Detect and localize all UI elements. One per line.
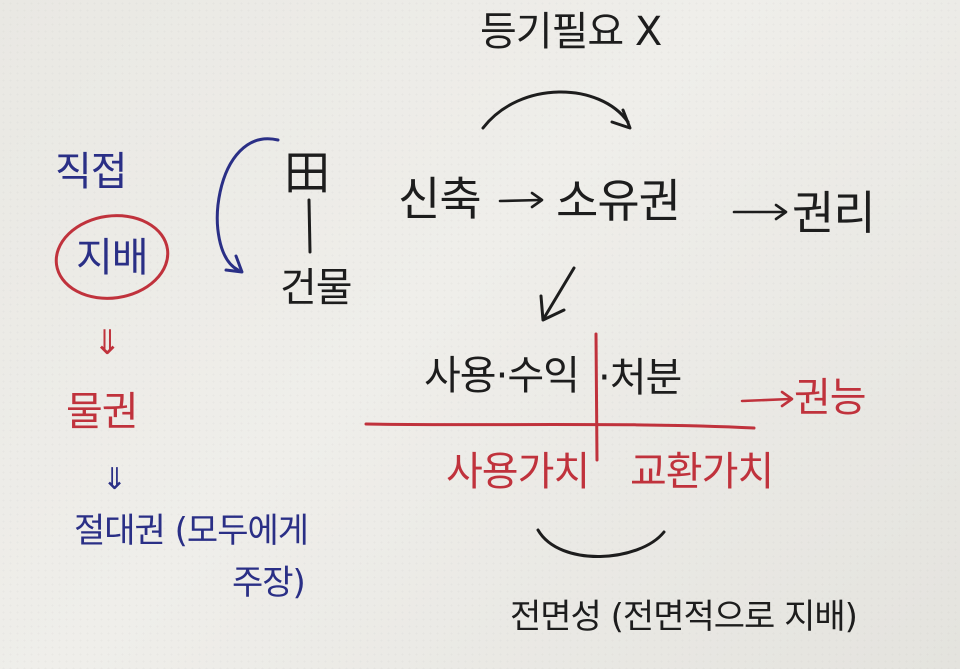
- arrow-ownership-down: [542, 266, 576, 320]
- new-construction-label: 신축: [398, 172, 482, 226]
- property-right-label: 물권: [66, 389, 139, 435]
- building-symbol: 田: [284, 146, 330, 200]
- arrow-construct-to-ownership: [498, 198, 542, 203]
- down-arrow-2: ⇓: [102, 462, 127, 497]
- arrowhead-ownership-down: [539, 294, 566, 322]
- top-note: 등기필요 X: [480, 9, 662, 55]
- use-profit-label: 사용·수익: [424, 353, 580, 399]
- assertable-label: 주장): [232, 563, 306, 603]
- t-chart-vertical: [594, 332, 599, 462]
- curved-arrow-head-black: [610, 108, 632, 130]
- arrow-to-capacity: [740, 397, 792, 403]
- t-chart-horizontal: [364, 422, 756, 430]
- ownership-label: 소유권: [556, 174, 681, 228]
- building-stem: [307, 198, 312, 254]
- curved-arrow-black: [481, 90, 630, 130]
- capacity-label: 권능: [794, 375, 867, 421]
- arrowhead-to-capacity: [780, 390, 794, 408]
- disposal-label: ·처분: [598, 355, 682, 401]
- exchange-value-label: 교환가치: [630, 449, 774, 495]
- circle-around-control: [54, 214, 170, 300]
- curved-arrow-blue: [215, 137, 280, 272]
- building-label: 건물: [280, 265, 353, 311]
- curved-arrow-head-blue: [224, 254, 244, 274]
- arrowhead-construct-to-ownership: [530, 191, 544, 209]
- down-arrow-1: ⇓: [93, 323, 121, 363]
- absolute-right-label: 절대권 (모두에게: [74, 511, 309, 551]
- use-value-label: 사용가치: [446, 449, 590, 495]
- right-label: 권리: [792, 186, 876, 240]
- completeness-label: 전면성 (전면적으로 지배): [510, 597, 858, 637]
- arrowhead-ownership-to-right: [774, 203, 788, 221]
- brace-under-values: [536, 528, 666, 558]
- control-label: 지배: [76, 235, 149, 281]
- direct-label: 직접: [55, 149, 128, 195]
